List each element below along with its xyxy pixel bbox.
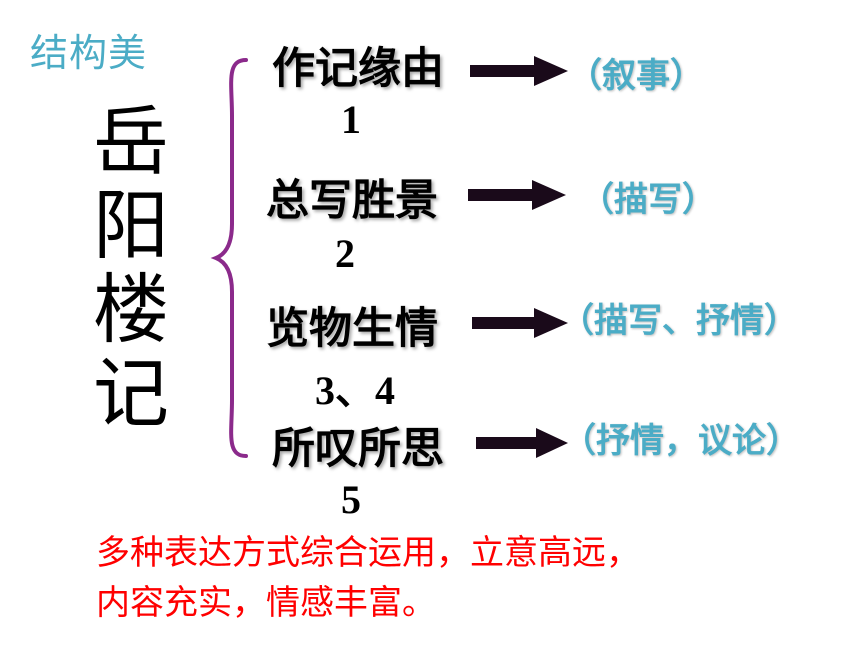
section-heading: 结构美	[30, 31, 148, 75]
paragraph-number: 3、4	[315, 368, 395, 413]
expression-mode: （叙事）	[568, 56, 704, 96]
part-label: 总写胜景	[266, 176, 438, 226]
paragraph-number: 5	[341, 477, 361, 522]
title-char: 岳	[93, 97, 169, 186]
expression-mode: （描写、抒情）	[560, 301, 798, 341]
paragraph-number: 2	[335, 231, 355, 276]
summary-line: 内容充实，情感丰富。	[96, 583, 436, 623]
arrow-icon	[470, 56, 568, 86]
curly-brace	[210, 58, 248, 458]
expression-mode: （描写）	[580, 180, 716, 220]
title-char: 阳	[93, 181, 169, 270]
expression-mode: （抒情，议论）	[562, 421, 800, 461]
arrow-icon	[468, 180, 566, 210]
part-label: 所叹所思	[272, 424, 444, 474]
arrow-icon	[472, 308, 568, 338]
summary-text: 多种表达方式综合运用，立意高远， 内容充实，情感丰富。	[96, 528, 640, 628]
arrow-icon	[476, 428, 568, 458]
part-label: 览物生情	[266, 304, 438, 354]
part-label: 作记缘由	[272, 44, 444, 94]
title-char: 记	[93, 349, 169, 438]
paragraph-number: 1	[341, 97, 361, 142]
title-char: 楼	[93, 265, 169, 354]
summary-line: 多种表达方式综合运用，立意高远，	[96, 533, 640, 573]
vertical-title: 岳 阳 楼 记	[86, 100, 176, 436]
